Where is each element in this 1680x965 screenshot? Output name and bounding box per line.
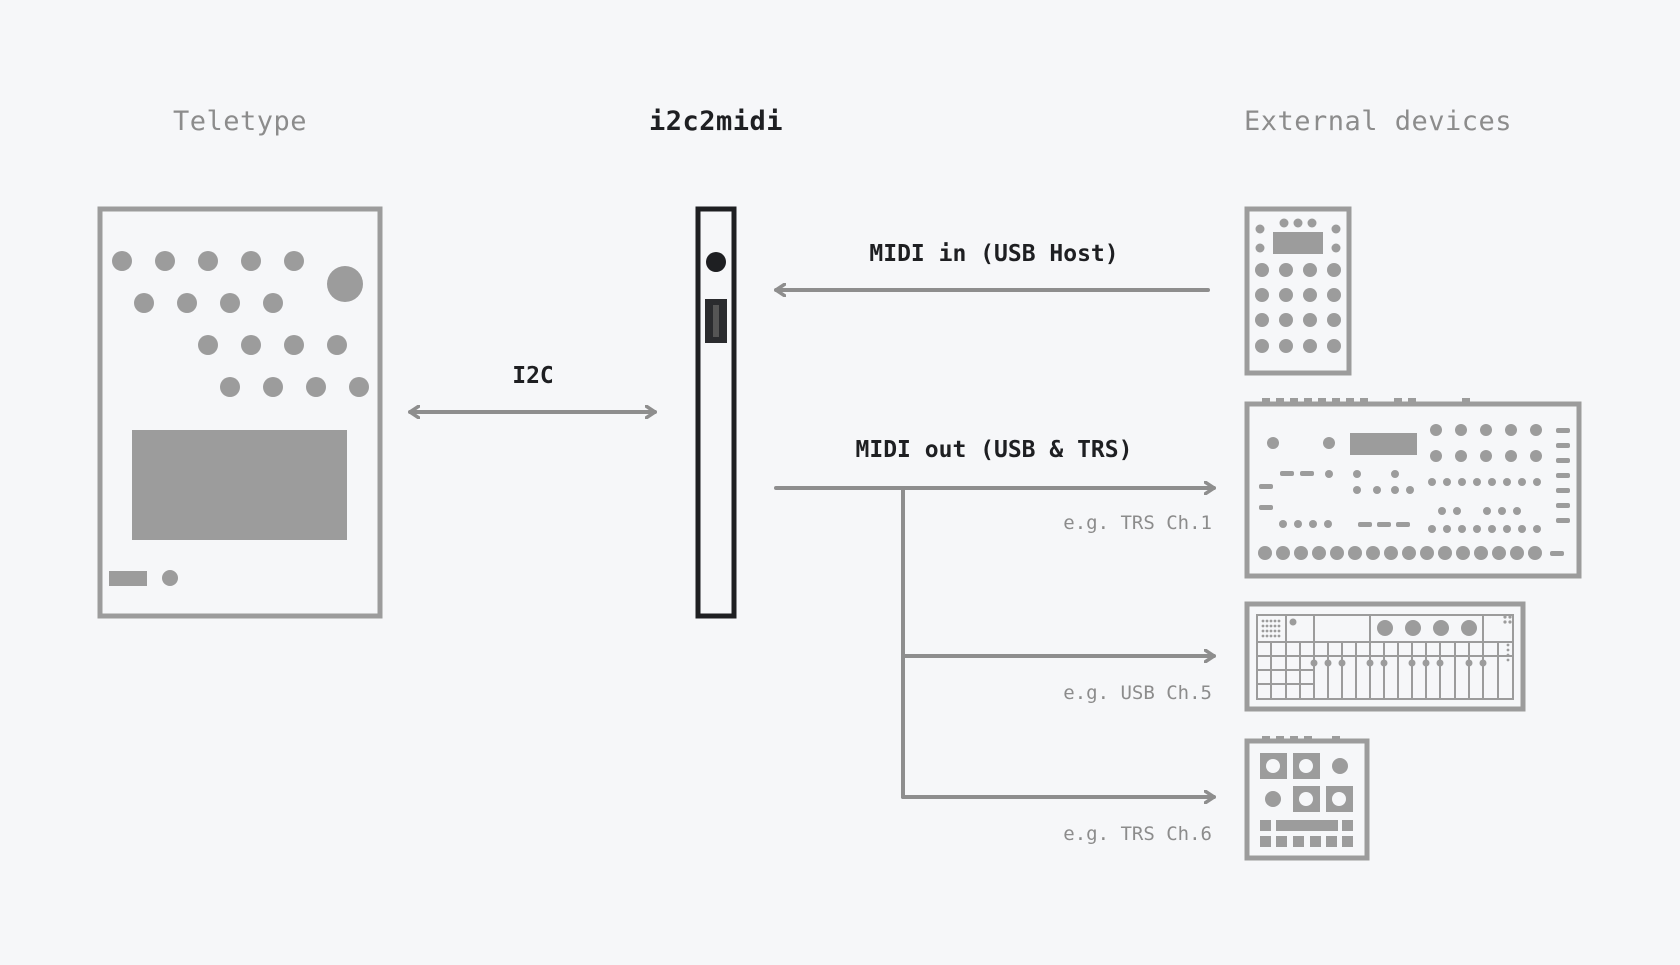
example-label-trs-ch1: e.g. TRS Ch.1 [1063, 512, 1212, 534]
i2c2midi-title: i2c2midi [649, 106, 783, 137]
midi-in-label: MIDI in (USB Host) [869, 241, 1118, 267]
pocket-synth-icon [1244, 601, 1526, 712]
example-label-usb-ch5: e.g. USB Ch.5 [1063, 682, 1212, 704]
teletype-module-icon [97, 206, 383, 619]
pad-controller-icon [1244, 206, 1352, 376]
example-label-trs-ch6: e.g. TRS Ch.6 [1063, 823, 1212, 845]
external-devices-title: External devices [1244, 106, 1512, 137]
groovebox-icon [1244, 398, 1582, 579]
teletype-title: Teletype [173, 106, 307, 137]
i2c-label: I2C [512, 363, 554, 389]
drum-machine-icon [1244, 736, 1370, 861]
i2c2midi-module-icon [695, 206, 737, 619]
midi-out-label: MIDI out (USB & TRS) [856, 437, 1133, 463]
